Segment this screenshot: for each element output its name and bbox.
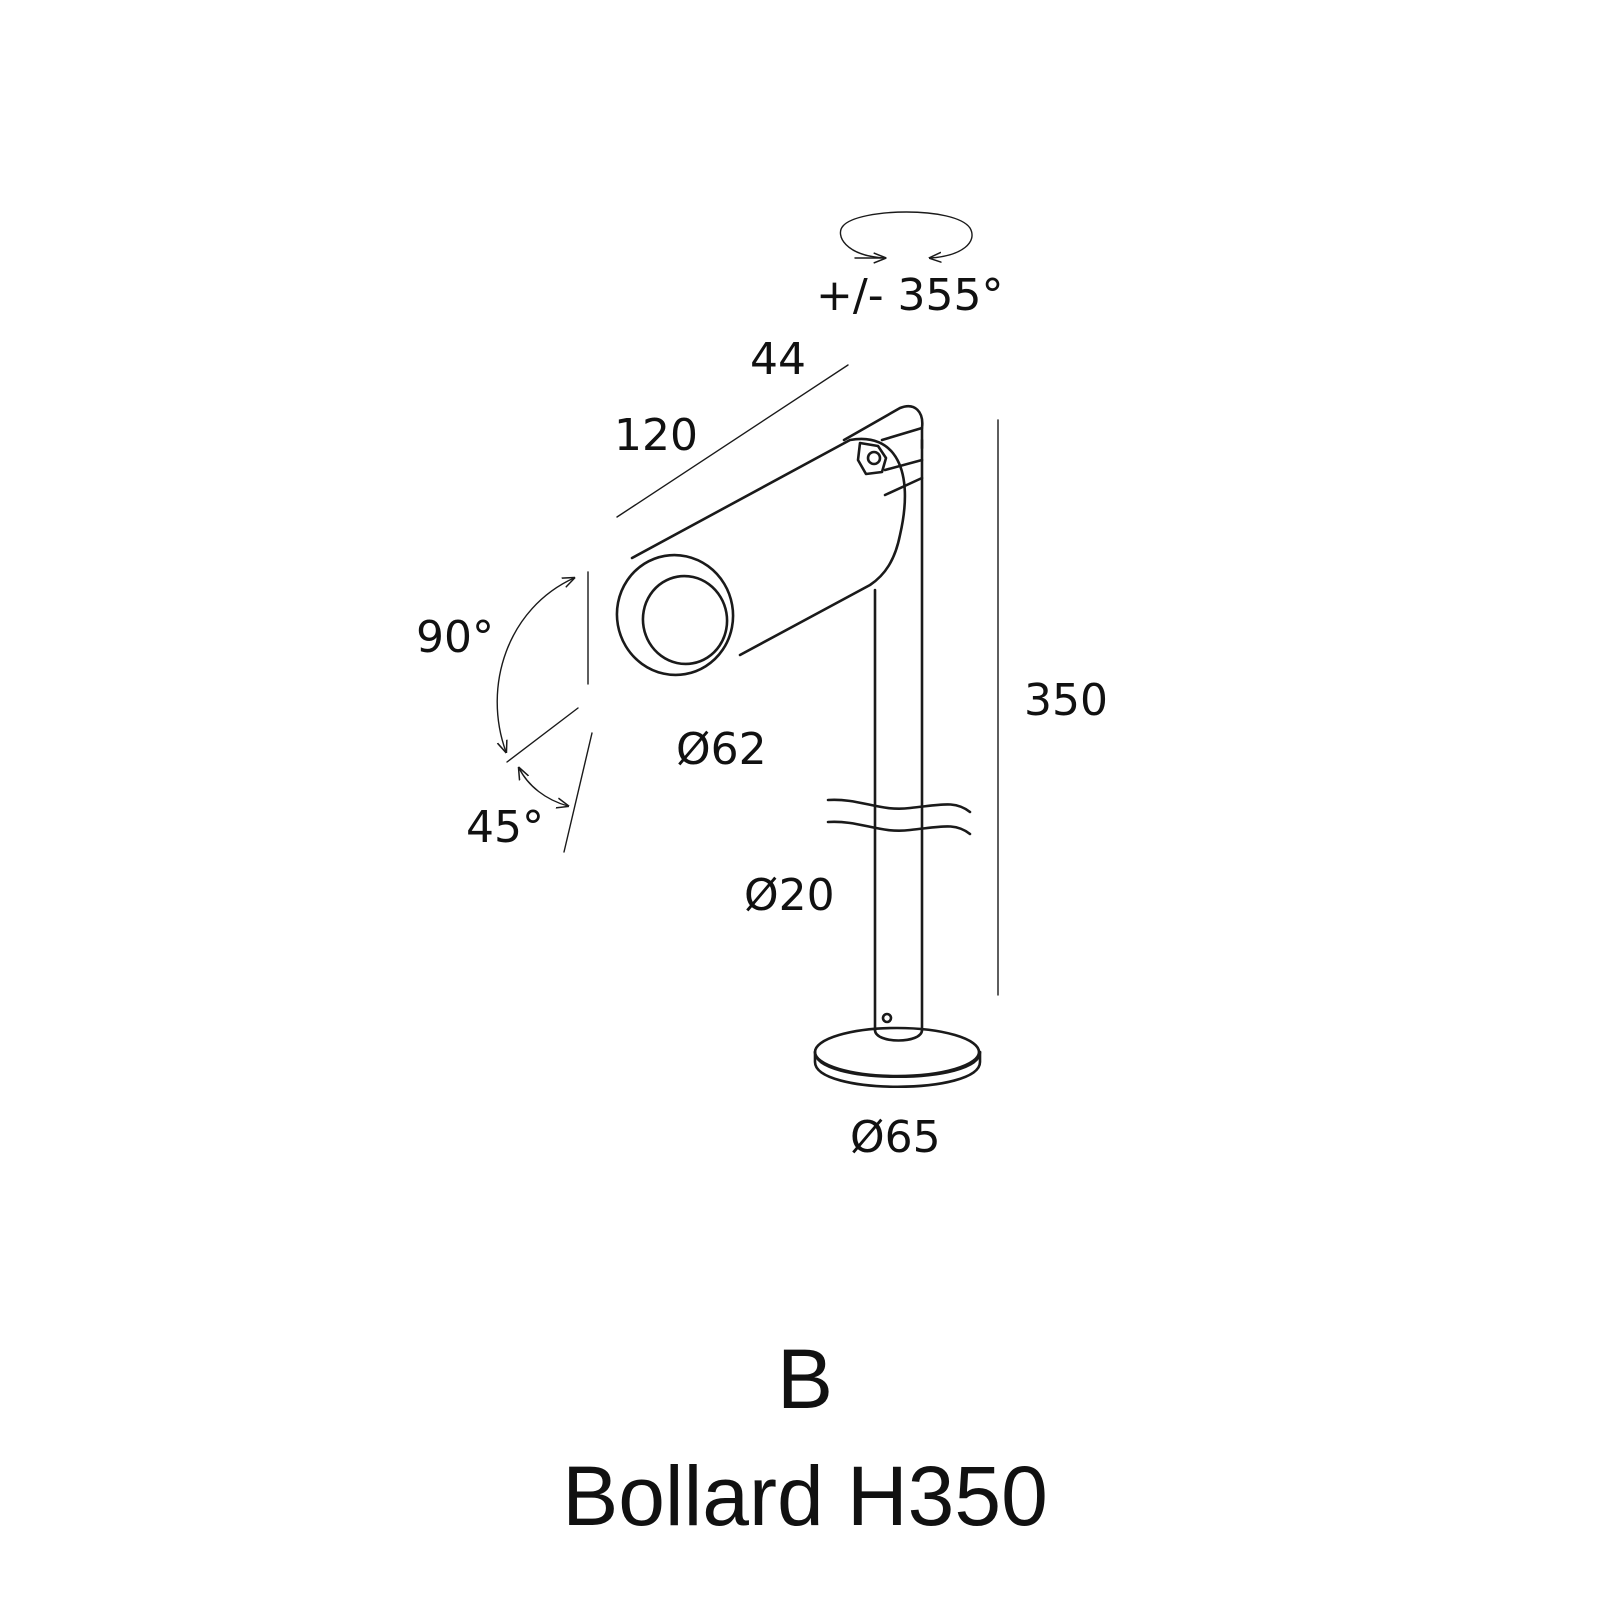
head-depth-label: 44 (750, 334, 806, 385)
rotation-label: +/- 355° (816, 270, 1004, 321)
tilt-angle-dimension (496, 571, 593, 853)
head-diameter-label: Ø62 (676, 724, 767, 775)
head-lens (641, 574, 729, 666)
base-diameter-label: Ø65 (850, 1112, 941, 1163)
head-length-label: 120 (614, 410, 698, 461)
base-plate (813, 1012, 982, 1089)
head-body (630, 437, 907, 657)
base-screw (881, 1012, 893, 1024)
height-label: 350 (1024, 675, 1108, 726)
head-front-ring (615, 553, 735, 677)
stem-break-symbol (826, 798, 972, 836)
tilt-down-label: 45° (466, 802, 544, 853)
variant-letter: B (777, 1332, 833, 1426)
pivot-joint (856, 441, 888, 476)
stem-diameter-label: Ø20 (744, 870, 835, 921)
bollard-luminaire (615, 405, 982, 1089)
product-name: Bollard H350 (562, 1449, 1048, 1543)
head-length-dimension-line (616, 364, 849, 518)
mounting-bracket (842, 405, 924, 450)
rotation-indicator (839, 211, 973, 258)
tilt-up-label: 90° (416, 612, 494, 663)
